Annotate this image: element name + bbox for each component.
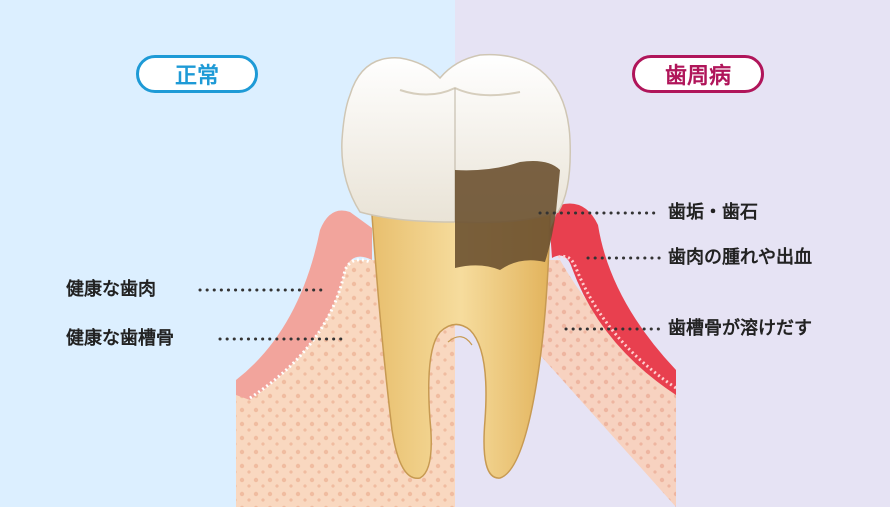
normal-badge: 正常: [136, 55, 258, 93]
label-gum-swelling-bleeding: 歯肉の腫れや出血: [668, 248, 812, 268]
label-healthy-gum: 健康な歯肉: [66, 280, 156, 300]
tartar-deposit: [455, 161, 560, 270]
label-bone-dissolving: 歯槽骨が溶けだす: [668, 319, 812, 339]
label-healthy-bone: 健康な歯槽骨: [66, 329, 174, 349]
label-plaque-tartar: 歯垢・歯石: [668, 203, 758, 223]
periodontal-badge: 歯周病: [632, 55, 764, 93]
